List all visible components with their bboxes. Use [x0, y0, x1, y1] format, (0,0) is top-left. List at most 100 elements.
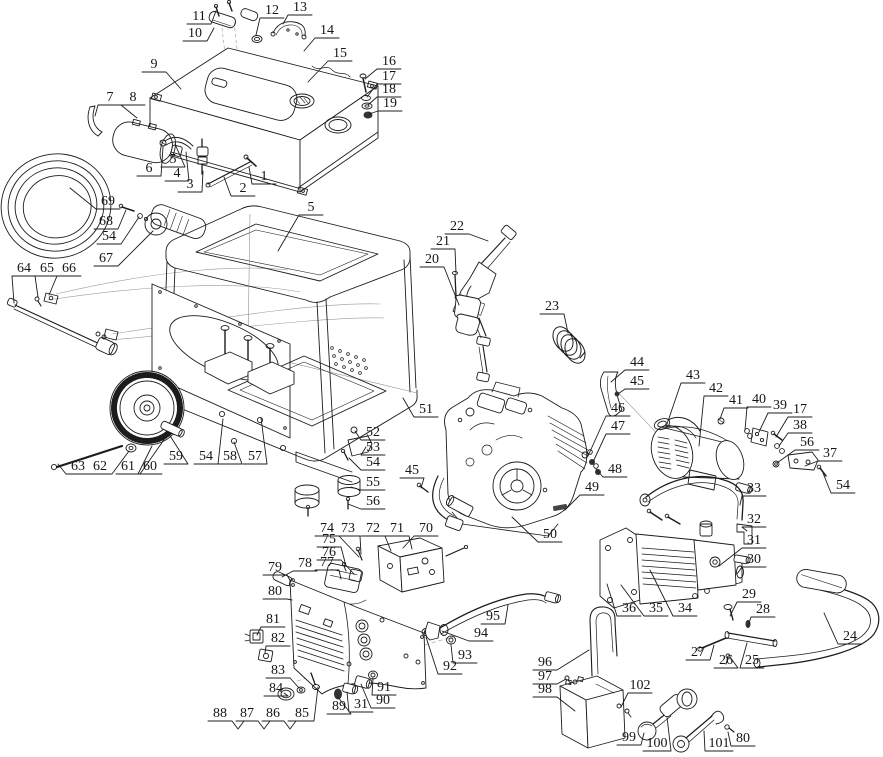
callout-leader-34 — [650, 570, 697, 616]
callout-label-74: 74 — [320, 521, 334, 536]
callout-leader-69 — [70, 188, 120, 209]
callout-leader-1 — [249, 167, 276, 184]
callout-leader-55 — [351, 487, 385, 490]
callout-leader-27 — [686, 645, 714, 660]
callout-label-38: 38 — [793, 418, 807, 433]
callout-leader-97 — [533, 679, 566, 684]
callout-label-48: 48 — [608, 462, 622, 477]
callout-leader-82 — [265, 646, 290, 653]
callout-label-81: 81 — [266, 612, 280, 627]
callout-label-55: 55 — [366, 475, 380, 490]
callout-label-87: 87 — [240, 706, 254, 721]
callout-leader-30 — [737, 567, 766, 574]
handle-grip — [119, 202, 208, 242]
callout-label-45: 45 — [405, 463, 419, 478]
breather-pipe — [88, 106, 102, 136]
callout-label-32: 32 — [747, 512, 761, 527]
callout-label-43: 43 — [686, 368, 700, 383]
callout-leader-80 — [263, 599, 292, 600]
callout-leader-88 — [208, 721, 244, 729]
callout-label-29: 29 — [742, 587, 756, 602]
callout-leader-89 — [327, 697, 351, 714]
callout-leader-2 — [224, 177, 255, 196]
callout-leader-39 — [759, 413, 792, 432]
callout-leader-37 — [805, 461, 842, 466]
callout-label-3: 3 — [187, 177, 194, 192]
outlet-hose — [426, 591, 562, 640]
callout-label-96: 96 — [538, 655, 552, 670]
callout-leader-13 — [283, 15, 312, 24]
callout-leader-48 — [596, 469, 627, 477]
callout-label-41: 41 — [729, 393, 743, 408]
callout-leader-65 — [35, 276, 59, 297]
callout-label-17: 17 — [793, 402, 807, 417]
callout-label-15: 15 — [333, 46, 347, 61]
callout-leader-77 — [315, 570, 341, 579]
battery — [560, 607, 631, 748]
callout-leader-5 — [278, 215, 323, 251]
callout-leader-76 — [317, 560, 354, 574]
callout-label-57: 57 — [248, 449, 262, 464]
callout-leader-20 — [420, 267, 459, 305]
heat-shield — [600, 372, 622, 416]
callout-label-37: 37 — [823, 446, 837, 461]
callout-leader-85 — [288, 687, 318, 721]
callout-label-97: 97 — [538, 669, 552, 684]
callout-label-10: 10 — [188, 26, 202, 41]
spray-wand — [7, 293, 119, 357]
callout-leader-15 — [308, 61, 352, 82]
spring — [549, 323, 589, 366]
callout-leader-67 — [94, 231, 153, 266]
callout-label-94: 94 — [474, 626, 488, 641]
callout-leader-3 — [178, 171, 203, 192]
callout-label-67: 67 — [99, 251, 113, 266]
callout-label-64: 64 — [17, 261, 31, 276]
callout-leader-9 — [142, 72, 181, 89]
callout-leader-86 — [262, 721, 296, 729]
callout-label-60: 60 — [143, 459, 157, 474]
foot-bracket-group — [295, 427, 372, 516]
callout-label-8: 8 — [130, 90, 137, 105]
callout-label-76: 76 — [322, 545, 336, 560]
callout-leader-7 — [95, 105, 122, 116]
callout-leader-59 — [164, 431, 188, 464]
callout-label-54: 54 — [366, 455, 380, 470]
callout-leader-83 — [266, 678, 299, 688]
callout-label-30: 30 — [747, 552, 761, 567]
canister — [109, 119, 185, 169]
callout-label-54: 54 — [102, 229, 116, 244]
callout-leader-91 — [372, 678, 396, 695]
callout-leader-38 — [779, 433, 812, 446]
callout-label-89: 89 — [332, 699, 346, 714]
callout-label-75: 75 — [322, 532, 336, 547]
callout-label-40: 40 — [752, 392, 766, 407]
callout-label-83: 83 — [271, 663, 285, 678]
callout-label-7: 7 — [107, 90, 114, 105]
callout-leader-49 — [565, 495, 604, 510]
callout-leader-11 — [187, 11, 216, 24]
callout-label-39: 39 — [773, 398, 787, 413]
callout-leader-53 — [361, 447, 385, 455]
callout-label-47: 47 — [611, 419, 625, 434]
callout-leader-92 — [426, 637, 462, 674]
callout-leader-32 — [742, 527, 766, 531]
callout-label-66: 66 — [62, 261, 76, 276]
callout-label-93: 93 — [458, 648, 472, 663]
callout-label-65: 65 — [40, 261, 54, 276]
callout-leader-40 — [745, 407, 771, 430]
callout-label-56: 56 — [800, 435, 814, 450]
callout-leader-63 — [58, 464, 90, 474]
callout-leader-28 — [748, 617, 775, 626]
callout-leader-35 — [621, 585, 668, 616]
control-box-bracket — [378, 538, 468, 592]
callout-label-61: 61 — [121, 459, 135, 474]
callout-label-80: 80 — [736, 731, 750, 746]
callout-leader-100 — [643, 717, 671, 751]
callout-label-44: 44 — [630, 355, 644, 370]
callout-leader-90 — [361, 684, 395, 708]
callout-label-31: 31 — [354, 697, 368, 712]
callout-leader-33 — [740, 496, 766, 505]
callout-leader-81 — [257, 627, 285, 635]
